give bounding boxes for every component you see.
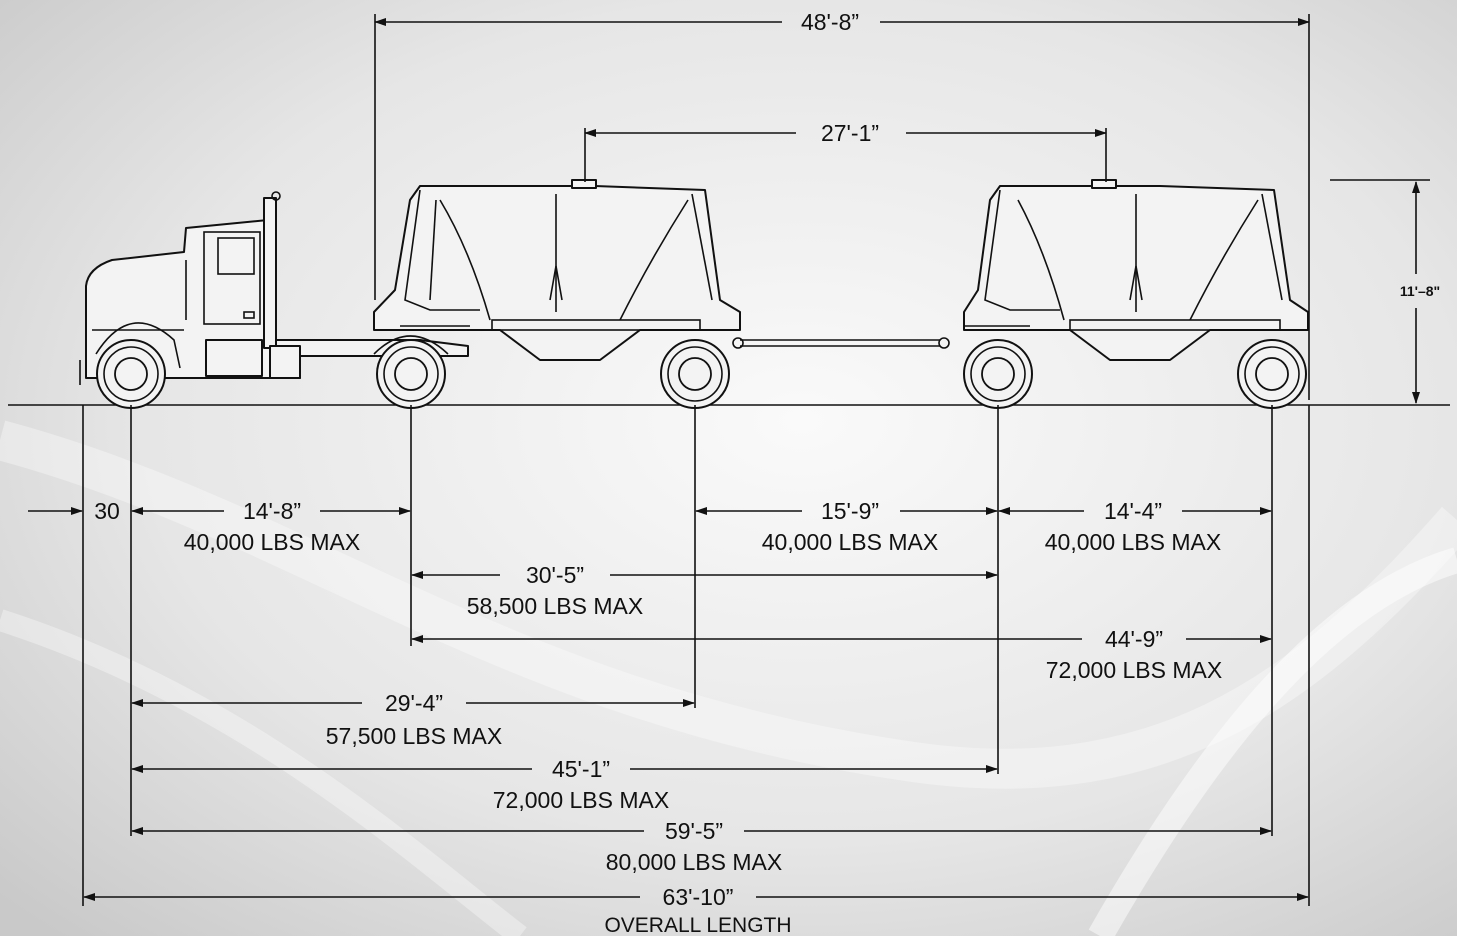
pneumatic-tank-trailer-icon	[963, 179, 1309, 361]
drive-to-rear-weight: 72,000 LBS MAX	[1046, 657, 1222, 683]
steer-to-rear-weight: 80,000 LBS MAX	[606, 849, 782, 875]
steer-to-dolly-label: 45'-1”	[552, 756, 610, 782]
overall-trailer-length-label: 48'-8”	[801, 9, 859, 35]
height-label: 11'–8"	[1400, 283, 1440, 299]
steer-to-drive-weight: 40,000 LBS MAX	[184, 529, 360, 555]
wheel-icon	[96, 339, 166, 409]
wheel-icon	[963, 339, 1033, 409]
overall-length-caption: OVERALL LENGTH	[604, 914, 791, 936]
hatch-spacing-label: 27'-1”	[821, 120, 879, 146]
steer-to-trailer-weight: 57,500 LBS MAX	[326, 723, 502, 749]
trailer-to-dolly-label: 15'-9”	[821, 498, 879, 524]
extension-lines	[82, 14, 1430, 906]
converter-dolly-icon	[732, 337, 950, 349]
overall-length-label: 63'-10”	[663, 884, 734, 910]
drive-to-dolly-label: 30'-5”	[526, 562, 584, 588]
steer-to-drive-label: 14'-8”	[243, 498, 301, 524]
trailer-to-dolly-weight: 40,000 LBS MAX	[762, 529, 938, 555]
drive-to-dolly-weight: 58,500 LBS MAX	[467, 593, 643, 619]
wheel-icon	[660, 339, 730, 409]
front-overhang-label: 30	[94, 498, 120, 524]
steer-to-trailer-label: 29'-4”	[385, 690, 443, 716]
dolly-to-rear-label: 14'-4”	[1104, 498, 1162, 524]
steer-to-dolly-weight: 72,000 LBS MAX	[493, 787, 669, 813]
tractor-truck-icon	[79, 191, 469, 385]
dolly-to-rear-weight: 40,000 LBS MAX	[1045, 529, 1221, 555]
steer-to-rear-label: 59'-5”	[665, 818, 723, 844]
drive-to-rear-label: 44'-9”	[1105, 626, 1163, 652]
pneumatic-tank-trailer-icon	[373, 179, 741, 361]
wheel-icon	[376, 339, 446, 409]
wheel-icon	[1237, 339, 1307, 409]
